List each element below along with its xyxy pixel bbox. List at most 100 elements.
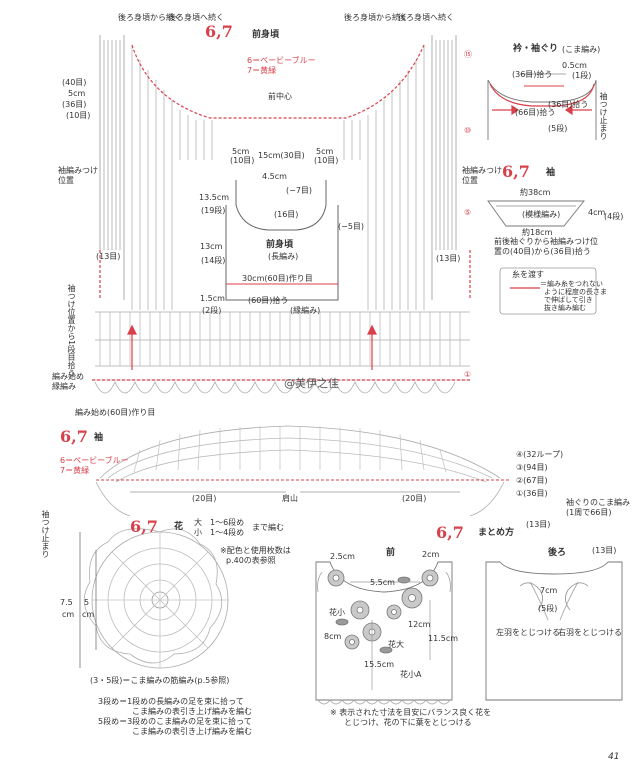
- sleeve-small-title-num: 6,7: [502, 162, 530, 181]
- assembly-back: [485, 561, 623, 701]
- front-inner-sub: (長編み): [268, 252, 299, 261]
- collar-36-a: (36目)拾う: [512, 70, 553, 79]
- thread-note-body-1: ＝編み糸をつれない: [540, 280, 603, 288]
- flower-title-num: 6,7: [130, 517, 158, 536]
- thread-note-head: 糸を渡す: [512, 270, 544, 279]
- collar-sub: (こま編み): [562, 45, 601, 54]
- flower-legend-4: 5段め＝3段めのこま編みの足を束に拾って: [98, 717, 252, 726]
- front-dim-13-5: 13.5cm: [199, 193, 230, 202]
- assembly-title-num: 6,7: [436, 523, 464, 542]
- front-body-color-6: 6＝ペービーブルー: [247, 56, 316, 65]
- front-knit-start: 編み始め: [52, 372, 84, 381]
- sleeve-big-color-6: 6＝ペービーブルー: [60, 456, 129, 465]
- sleeve-small-title: 袖: [546, 168, 556, 178]
- sleeve-big-center: 肩山: [282, 494, 298, 503]
- sleeve-big-20-right: (20目): [402, 494, 427, 503]
- sleeve-big-row-1: ①(36目): [516, 489, 548, 498]
- sleeve-small-4rows: (4段): [604, 212, 624, 221]
- front-row-mark-10: ⑩: [464, 126, 472, 135]
- sleeve-big-title: 袖: [94, 433, 104, 443]
- flower-legend-5: こま編みの表引き上げ編みを編む: [132, 727, 252, 736]
- assembly-back-7: 7cm: [540, 586, 558, 595]
- front-dim-4-5: 4.5cm: [262, 172, 287, 181]
- front-dim-15: 15cm(30目): [258, 151, 305, 160]
- collar-36-b: (36目)拾う: [548, 100, 589, 109]
- sleeve-big-13b: (13目): [592, 546, 617, 555]
- sleeve-big-row-4: ④(32ループ): [516, 450, 564, 459]
- sleeve-big-row-2: ②(67目): [516, 476, 548, 485]
- flower-small: 小 1〜4段め: [194, 528, 245, 537]
- front-body-title-num: 6,7: [205, 22, 233, 41]
- front-arrow-note: (13目): [436, 254, 461, 263]
- front-top-left-b: 後ろ身頃へ続く: [168, 13, 224, 22]
- sleeve-big-row-3: ③(94目): [516, 463, 548, 472]
- front-body-diagram: [94, 35, 470, 394]
- front-top-left-a: 後ろ身頃から続く: [118, 13, 182, 22]
- sleeve-small-18: 約18cm: [522, 228, 553, 237]
- sleeve-big-left: 袖つけ止まり: [41, 510, 50, 558]
- front-dim-2: (2段): [202, 306, 222, 315]
- watermark: @美伊之佳: [284, 377, 339, 390]
- assembly-flower-small-a: 花小A: [400, 670, 422, 679]
- front-dim-30: 30cm(60目)作り目: [242, 274, 313, 283]
- assembly-back-right: 右羽をとじつける: [558, 628, 622, 637]
- thread-note-box: [499, 267, 597, 315]
- assembly-footnote-2: とじつけ、花の下に葉をとじつける: [344, 718, 472, 727]
- assembly-front-label: 前: [386, 548, 396, 558]
- front-inner-title: 前身頃: [266, 240, 294, 250]
- front-side-36: (36目): [62, 100, 87, 109]
- front-top-right-b: 後ろ身頃へ続く: [398, 13, 454, 22]
- front-body-schematic: [212, 162, 352, 302]
- flower-legend-1: (3・5段)＝こま編みの筋編み(p.5参照): [90, 676, 230, 685]
- front-pick-up-note: 袖つけ位置から1段目拾う: [67, 284, 76, 378]
- assembly-2-5: 2.5cm: [330, 552, 355, 561]
- front-body-color-7: 7＝黄緑: [247, 66, 277, 75]
- flower-note-2: p.40の表参照: [226, 556, 276, 565]
- front-body-title: 前身頃: [252, 30, 280, 40]
- front-side-10: (10目): [66, 111, 91, 120]
- collar-diagram: [487, 73, 597, 140]
- flower-chart: [83, 528, 229, 669]
- collar-0-5: 0.5cm: [562, 61, 587, 70]
- sleeve-small-4: 4cm: [588, 208, 606, 217]
- collar-66: (66目)拾う: [515, 108, 556, 117]
- flower-dim-5: 5: [84, 598, 90, 607]
- flower-cm-b: cm: [82, 610, 95, 619]
- assembly-2: 2cm: [422, 550, 440, 559]
- front-dim-60: (60目)拾う: [248, 296, 289, 305]
- assembly-12: 12cm: [408, 620, 431, 629]
- front-center-label: 前中心: [268, 92, 292, 101]
- front-dim-13: 13cm: [200, 242, 223, 251]
- sleeve-big-right-note: 袖ぐりのこま編み(1周で66目): [566, 498, 630, 517]
- front-dim-10-left: (10目): [230, 156, 255, 165]
- assembly-back-left: 左羽をとじつける: [496, 628, 560, 637]
- assembly-back-label: 後ろ: [548, 548, 567, 558]
- sleeve-big-20-left: (20目): [192, 494, 217, 503]
- flower-dimension: [79, 532, 97, 668]
- front-body-red-lines: [92, 44, 471, 381]
- sleeve-small-38: 約38cm: [520, 188, 551, 197]
- front-dim-5cm-right: 5cm: [316, 147, 334, 156]
- sleeve-small-diagram: [487, 200, 585, 227]
- assembly-title: まとめ方: [478, 528, 515, 538]
- sleeve-big-diagram: [95, 425, 510, 517]
- assembly-front-dims: [350, 581, 431, 690]
- front-dim-7: (−7目): [286, 186, 313, 195]
- flower-suffix: まで編む: [252, 523, 284, 532]
- front-dim-5cm-left: 5cm: [232, 147, 250, 156]
- flower-cm-a: cm: [62, 610, 75, 619]
- front-dim-1-5: 1.5cm: [200, 294, 225, 303]
- flower-legend-3: こま編みの表引き上げ編みを編む: [132, 707, 252, 716]
- flower-dim-7-5: 7.5: [60, 598, 73, 607]
- page-number: 41: [608, 752, 620, 762]
- front-dim-14: (14段): [201, 256, 226, 265]
- collar-right: 袖つけ止まり: [599, 92, 608, 140]
- front-side-5cm: 5cm: [68, 89, 86, 98]
- flower-note-1: ※配色と使用枚数は: [220, 546, 291, 555]
- sleeve-big-title-num: 6,7: [60, 427, 88, 446]
- collar-red-arrows: [492, 104, 592, 116]
- front-start-text: 編み始め(60目)作り目: [75, 408, 156, 417]
- front-dim-5: (−5目): [338, 222, 365, 231]
- assembly-back-5: (5段): [538, 604, 558, 613]
